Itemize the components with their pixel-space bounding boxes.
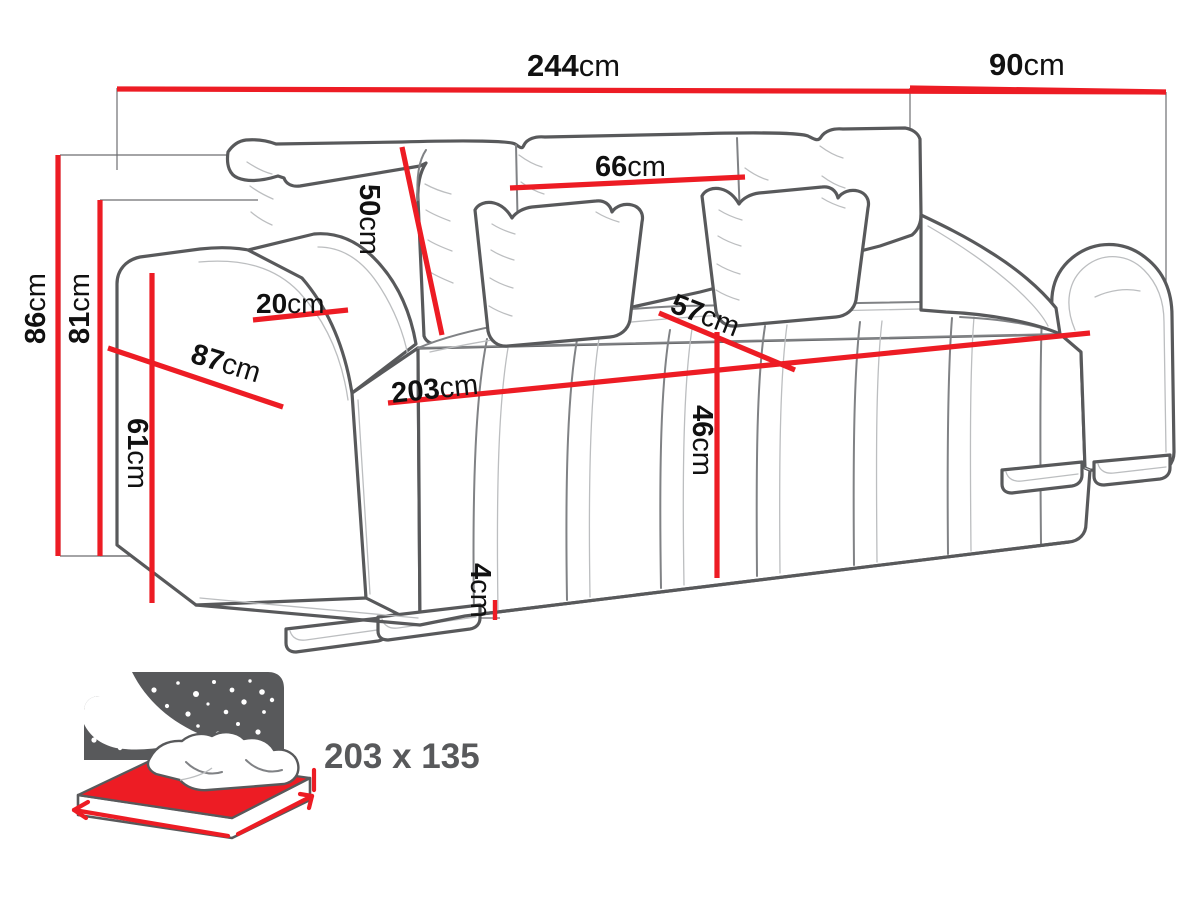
dim-50-value: 50 — [353, 184, 385, 217]
dimline-57 — [657, 310, 797, 373]
dim-label-61: 61cm — [121, 418, 153, 489]
dim-20-unit: cm — [287, 288, 325, 319]
dim-4-unit: cm — [464, 579, 496, 618]
dimline-50 — [399, 146, 445, 336]
dim-4-value: 4 — [464, 563, 496, 580]
dim-81-value: 81 — [64, 311, 96, 344]
dim-86-value: 86 — [20, 311, 52, 344]
dim-244-unit: cm — [578, 48, 621, 83]
dim-86-unit: cm — [20, 273, 52, 312]
dim-90-value: 90 — [989, 47, 1024, 82]
dim-46-unit: cm — [686, 437, 718, 476]
dim-203-value: 203 — [389, 372, 442, 410]
dim-label-81: 81cm — [64, 273, 96, 344]
dimline-90 — [909, 85, 1167, 95]
dimline-20 — [252, 307, 349, 323]
sleeping-bed-icon — [71, 672, 317, 840]
scatter-cushion-left — [473, 199, 645, 348]
dim-label-90: 90cm — [989, 49, 1065, 80]
dim-label-86: 86cm — [20, 273, 52, 344]
dim-61-value: 61 — [121, 418, 153, 451]
dim-203-unit: cm — [437, 368, 480, 405]
dim-label-4: 4cm — [464, 563, 496, 618]
dim-label-20: 20cm — [256, 290, 324, 318]
dimension-lines-red — [55, 85, 1167, 620]
dim-50-unit: cm — [353, 216, 385, 255]
dim-81-unit: cm — [64, 273, 96, 312]
dim-label-50: 50cm — [353, 184, 385, 255]
dim-label-66: 66cm — [595, 153, 666, 182]
sofa-illustration — [115, 126, 1176, 654]
dim-66-unit: cm — [627, 151, 666, 183]
dim-label-244: 244cm — [527, 50, 620, 81]
dim-66-value: 66 — [595, 151, 628, 183]
dim-20-value: 20 — [256, 288, 288, 319]
dimline-66 — [509, 174, 746, 191]
sofa-right-back-fold — [919, 213, 1062, 336]
dimline-203 — [387, 330, 1091, 406]
seat-tufting — [429, 305, 1063, 615]
sofa-legs — [284, 453, 1172, 654]
scatter-cushion-right — [700, 185, 871, 328]
dimline-87 — [107, 345, 284, 410]
bed-size-caption: 203 x 135 — [324, 737, 480, 776]
dim-90-unit: cm — [1023, 47, 1065, 82]
dim-label-46: 46cm — [686, 405, 718, 476]
dim-46-value: 46 — [686, 405, 718, 438]
pillows — [146, 731, 300, 792]
bed-dimension-arrows — [71, 767, 317, 839]
dim-61-unit: cm — [121, 450, 153, 489]
dim-244-value: 244 — [527, 48, 579, 83]
